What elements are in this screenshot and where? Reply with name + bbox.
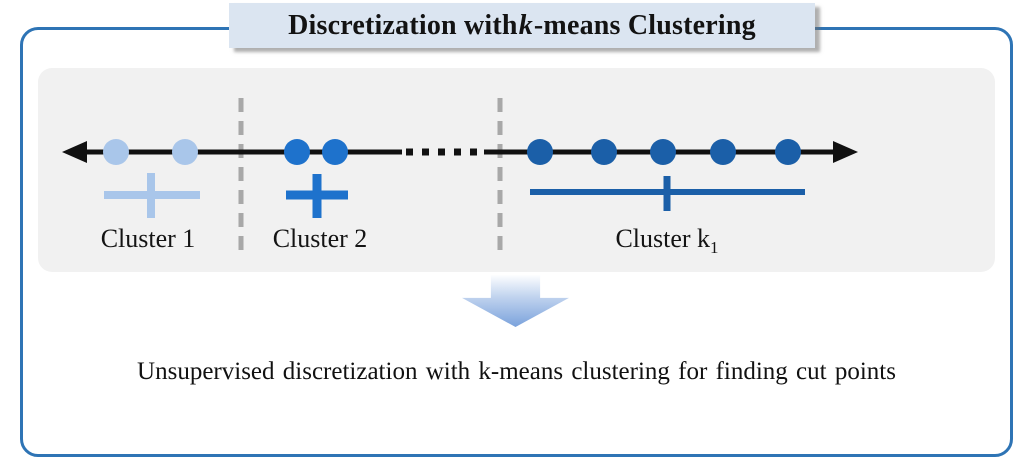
cluster-2-label: Cluster 2 <box>272 224 368 253</box>
cluster-1-dots <box>103 139 198 165</box>
cluster-2-dots <box>284 139 348 165</box>
clustering-diagram-panel <box>38 68 995 272</box>
cluster-k-label-subscript: 1 <box>710 238 719 258</box>
cluster-k-dots <box>527 139 801 165</box>
cluster-k-mean-marker <box>530 176 805 211</box>
figure-title-box: Discretization with k-means Clustering <box>229 3 815 48</box>
number-line-diagram <box>62 98 858 250</box>
right-arrowhead-icon <box>833 141 858 163</box>
cluster-2-mean-marker <box>286 174 348 218</box>
figure-caption: Unsupervised discretization with k-means… <box>137 358 896 385</box>
figure-title-k-italic: k <box>518 9 533 41</box>
cluster-k-label: Cluster k1 <box>594 224 740 258</box>
left-arrowhead-icon <box>62 141 87 163</box>
figure-title-suffix: -means Clustering <box>533 9 756 41</box>
cluster-k-label-base: Cluster k <box>615 224 711 253</box>
cluster-1-mean-marker <box>104 173 200 218</box>
figure-title-prefix: Discretization with <box>288 9 518 41</box>
cluster-1-label: Cluster 1 <box>100 224 196 253</box>
